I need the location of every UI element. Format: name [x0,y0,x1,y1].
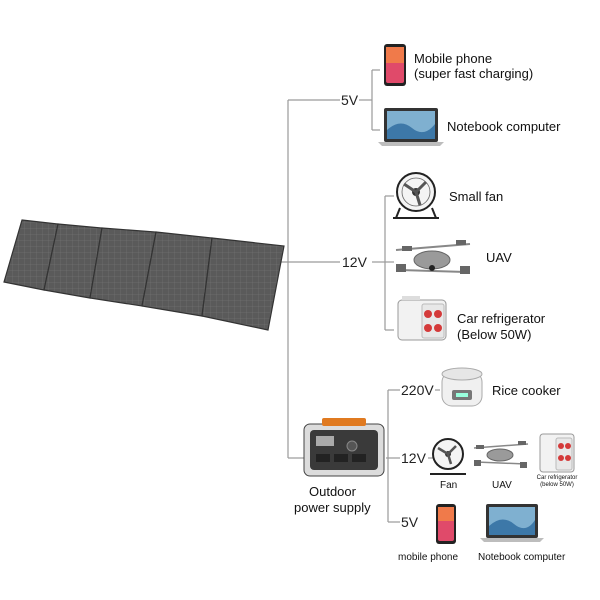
mobile-phone-small-label: mobile phone [398,552,459,563]
car-refrigerator-small-label-1: Car refrigerator [536,475,578,481]
small-fan-label: Small fan [449,189,504,204]
rice-cooker-label: Rice cooker [492,383,561,398]
car-refrigerator-label-1: Car refrigerator [457,311,546,326]
uav-label: UAV [486,250,512,265]
mobile-phone-label-2: (super fast charging) [414,66,534,81]
car-refrigerator-label-2: (Below 50W) [457,327,532,342]
voltage-220v: 220V [400,382,435,398]
voltage-5v-top: 5V [340,92,360,108]
voltage-5v-out: 5V [400,514,420,530]
uav-small-label: UAV [492,480,512,491]
notebook-small-label: Notebook computer [478,552,566,563]
notebook-label: Notebook computer [447,119,561,134]
outdoor-label-2: power supply [294,500,371,515]
car-refrigerator-small-label-2: (below 50W) [540,482,574,488]
voltage-12v-out: 12V [400,450,427,466]
voltage-12v-mid: 12V [341,254,368,270]
fan-label: Fan [440,480,458,491]
mobile-phone-label-1: Mobile phone [414,51,493,66]
outdoor-label-1: Outdoor [309,484,356,499]
